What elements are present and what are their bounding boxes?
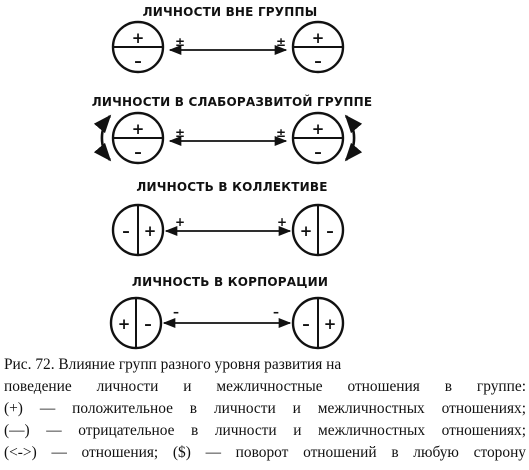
relation-mark-right: ± bbox=[276, 126, 286, 140]
caption-line: (+) — положительное в личности и межличн… bbox=[4, 400, 526, 417]
left-sign: + bbox=[118, 315, 131, 333]
left-sign: – bbox=[122, 222, 130, 240]
caption-line: (<->) — отношения; ($) — поворот отношен… bbox=[4, 444, 526, 461]
lower-sign: – bbox=[134, 143, 142, 161]
lower-sign: – bbox=[314, 143, 322, 161]
panel-title: ЛИЧНОСТЬ В КОРПОРАЦИИ bbox=[132, 275, 328, 289]
caption-line: Рис. 72. Влияние групп разного уровня ра… bbox=[4, 356, 342, 373]
upper-sign: + bbox=[132, 29, 145, 47]
relation-mark-left: + bbox=[175, 215, 185, 229]
panel-corporation: ЛИЧНОСТЬ В КОРПОРАЦИИ + – – + – – bbox=[109, 275, 345, 350]
right-sign: – bbox=[326, 222, 334, 240]
diagram: ЛИЧНОСТИ ВНЕ ГРУППЫ + – + – ± ± ЛИЧНОСТИ… bbox=[92, 5, 372, 350]
relation-mark-right: ± bbox=[276, 35, 286, 49]
upper-sign: + bbox=[132, 120, 145, 138]
left-person-circle: + – bbox=[109, 296, 163, 350]
right-sign: – bbox=[144, 315, 152, 333]
right-person-circle: + – bbox=[291, 20, 345, 74]
relation-mark-right: + bbox=[277, 215, 287, 229]
relation-mark-left: ± bbox=[175, 35, 185, 49]
left-person-circle: + – bbox=[111, 111, 165, 165]
lower-sign: – bbox=[134, 52, 142, 70]
left-sign: – bbox=[302, 315, 310, 333]
right-sign: + bbox=[324, 315, 337, 333]
left-person-circle: + – bbox=[111, 20, 165, 74]
panel-title: ЛИЧНОСТИ ВНЕ ГРУППЫ bbox=[143, 5, 318, 19]
upper-sign: + bbox=[312, 120, 325, 138]
panel-collective: ЛИЧНОСТЬ В КОЛЛЕКТИВЕ – + + – + + bbox=[111, 180, 345, 257]
upper-sign: + bbox=[312, 29, 325, 47]
caption-line: (—) — отрицательное в личности и межличн… bbox=[4, 422, 526, 439]
right-person-circle: – + bbox=[291, 296, 345, 350]
rotation-arrow-left-icon bbox=[93, 114, 112, 162]
panel-underdeveloped-group: ЛИЧНОСТИ В СЛАБОРАЗВИТОЙ ГРУППЕ + – + – … bbox=[92, 94, 372, 165]
panel-outside-group: ЛИЧНОСТИ ВНЕ ГРУППЫ + – + – ± ± bbox=[111, 5, 345, 74]
right-person-circle: + – bbox=[291, 111, 345, 165]
relation-mark-left: – bbox=[173, 305, 179, 319]
lower-sign: – bbox=[314, 52, 322, 70]
caption-line: поведение личности и межличностные отнош… bbox=[4, 378, 526, 395]
right-person-circle: + – bbox=[291, 203, 345, 257]
rotation-arrow-right-icon bbox=[344, 114, 363, 162]
figure-caption: Рис. 72. Влияние групп разного уровня ра… bbox=[4, 354, 526, 464]
relation-mark-right: – bbox=[273, 305, 279, 319]
left-sign: + bbox=[300, 222, 313, 240]
panel-title: ЛИЧНОСТЬ В КОЛЛЕКТИВЕ bbox=[136, 180, 327, 194]
left-person-circle: – + bbox=[111, 203, 165, 257]
relation-mark-left: ± bbox=[175, 126, 185, 140]
panel-title: ЛИЧНОСТИ В СЛАБОРАЗВИТОЙ ГРУППЕ bbox=[92, 94, 372, 109]
right-sign: + bbox=[144, 222, 157, 240]
